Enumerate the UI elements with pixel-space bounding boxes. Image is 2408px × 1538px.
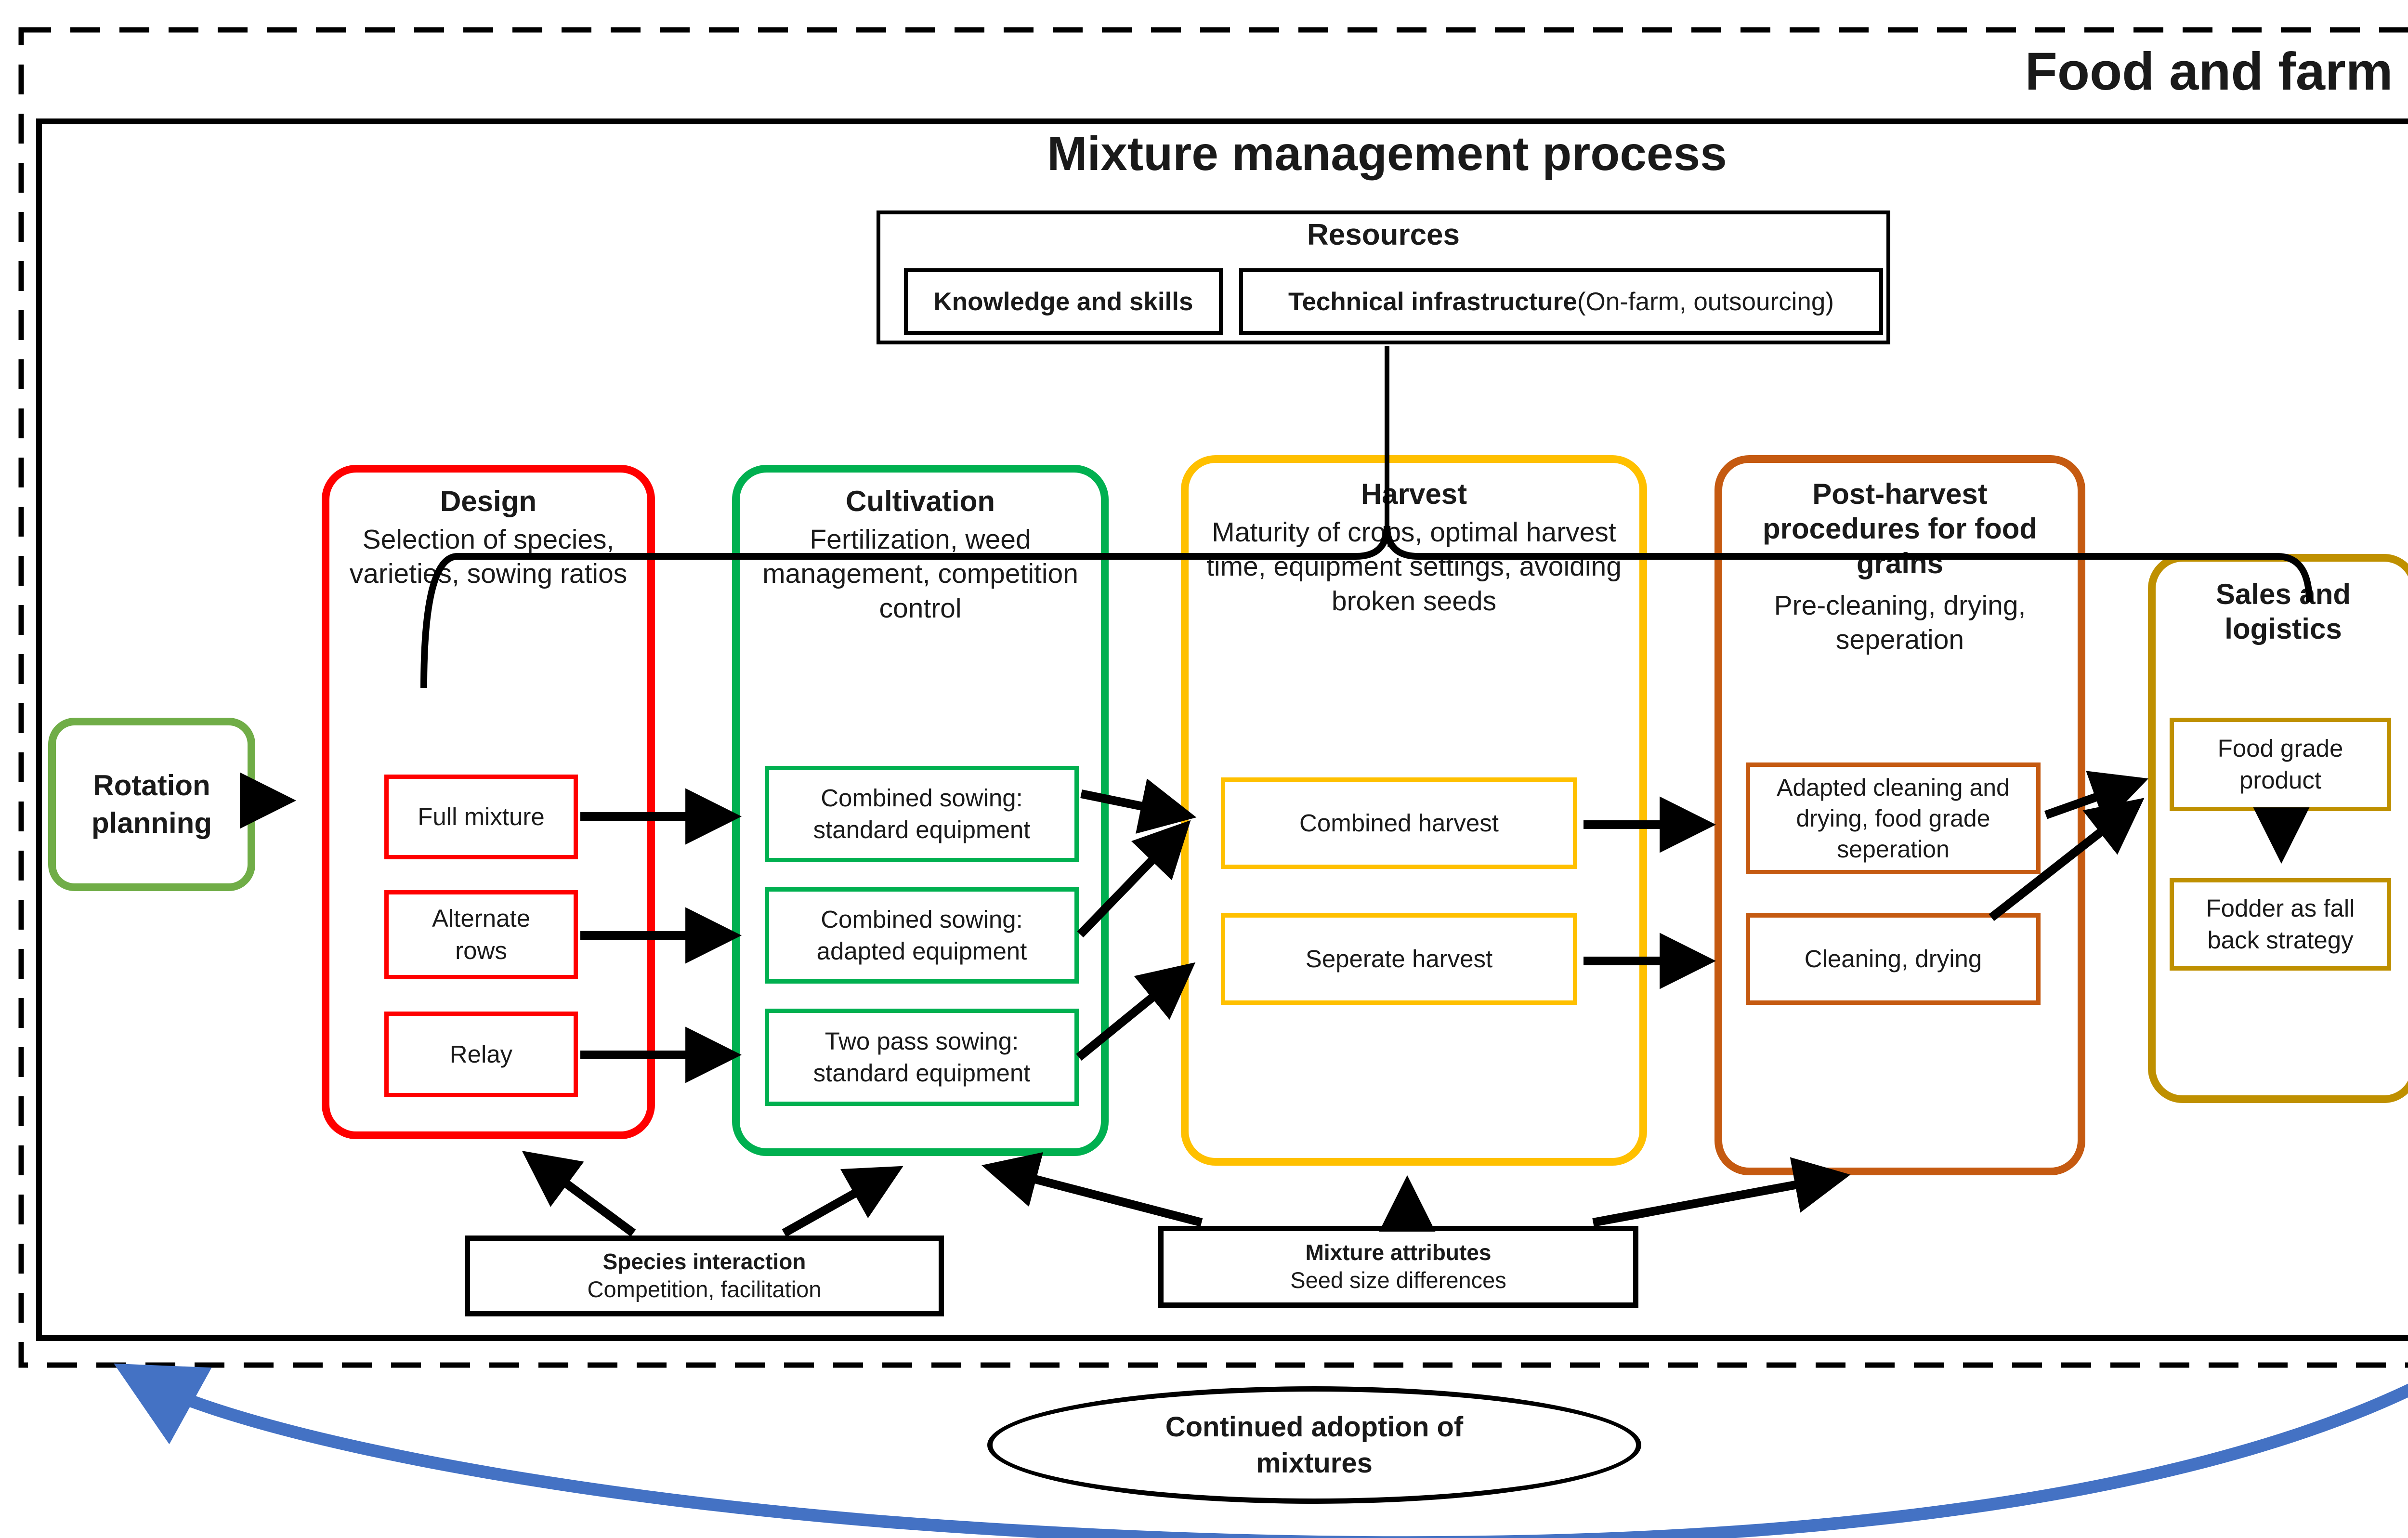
rotation-planning-box: Rotation planning: [48, 718, 255, 891]
outcome-continued-adoption-ellipse: Continued adoption of mixtures: [987, 1386, 1641, 1504]
item-two-pass-sowing: Two pass sowing: standard equipment: [765, 1009, 1079, 1106]
item-seperate-harvest: Seperate harvest: [1221, 913, 1577, 1005]
stage-cultivation-desc: Fertilization, weed management, competit…: [762, 524, 1078, 624]
influence-mixture-attributes-box: Mixture attributes Seed size differences: [1158, 1226, 1638, 1308]
item-fodder-fallback: Fodder as fall back strategy: [2170, 878, 2391, 971]
item-full-mixture: Full mixture: [384, 775, 578, 859]
stage-harvest-desc: Maturity of crops, optimal harvest time,…: [1206, 517, 1622, 617]
item-cleaning-drying: Cleaning, drying: [1746, 913, 2041, 1005]
context-title: Food and farm system context: [2025, 42, 2408, 101]
influence-species-interaction-title: Species interaction: [602, 1249, 806, 1274]
item-food-grade-product: Food grade product: [2170, 718, 2391, 811]
resource-tech-bold: Technical infrastructure: [1288, 287, 1577, 316]
item-alternate-rows: Alternate rows: [384, 890, 578, 979]
stage-post-harvest-title: Post-harvest procedures for food grains: [1762, 478, 2038, 579]
influence-species-interaction-box: Species interaction Competition, facilit…: [465, 1236, 944, 1316]
item-relay: Relay: [384, 1012, 578, 1097]
resource-knowledge-box: Knowledge and skills: [904, 268, 1223, 335]
item-combined-sowing-standard: Combined sowing: standard equipment: [765, 766, 1079, 862]
stage-design-title: Design: [440, 485, 537, 517]
influence-species-interaction-subtitle: Competition, facilitation: [587, 1276, 822, 1302]
stage-sales-title: Sales and logistics: [2215, 578, 2351, 645]
resource-tech-regular: (On-farm, outsourcing): [1577, 287, 1834, 316]
outcome-continued-adoption-label: Continued adoption of mixtures: [1165, 1411, 1464, 1479]
item-combined-sowing-adapted: Combined sowing: adapted equipment: [765, 887, 1079, 984]
process-title: Mixture management process: [1047, 127, 1727, 181]
stage-design-desc: Selection of species, varieties, sowing …: [349, 524, 628, 590]
influence-mixture-attributes-title: Mixture attributes: [1305, 1239, 1492, 1265]
item-adapted-cleaning: Adapted cleaning and drying, food grade …: [1746, 762, 2041, 874]
resource-tech-box: Technical infrastructure (On-farm, outso…: [1239, 268, 1883, 335]
stage-harvest-title: Harvest: [1361, 478, 1467, 510]
item-combined-harvest: Combined harvest: [1221, 777, 1577, 869]
stage-cultivation-title: Cultivation: [846, 485, 995, 517]
resources-title: Resources: [1307, 218, 1460, 251]
stage-post-harvest-desc: Pre-cleaning, drying, seperation: [1774, 590, 2026, 656]
influence-mixture-attributes-subtitle: Seed size differences: [1290, 1267, 1506, 1293]
